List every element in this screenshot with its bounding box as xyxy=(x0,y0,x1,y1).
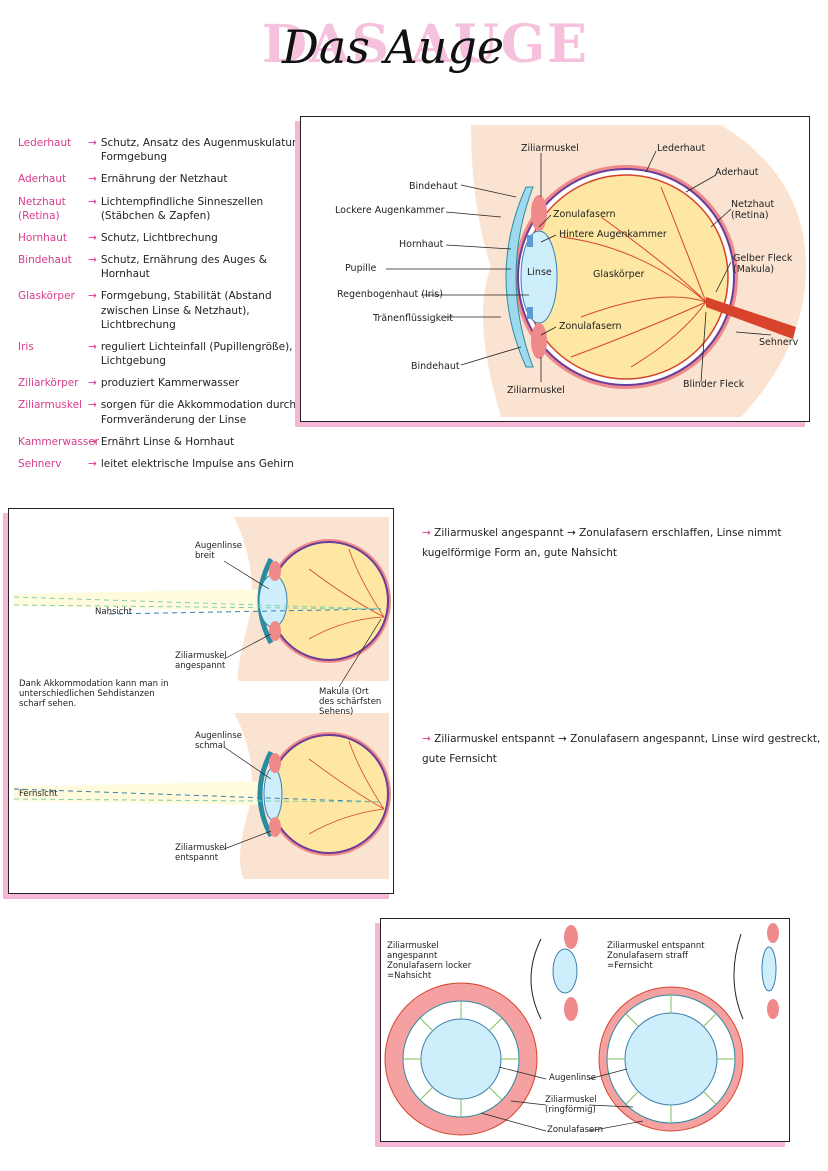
term-desc: Schutz, Ernährung des Auges & Hornhaut xyxy=(100,254,267,281)
term-desc: Ernährung der Netzhaut xyxy=(100,173,228,186)
term-item: Ziliarmuskel→sorgen für die Akkommodatio… xyxy=(18,398,300,426)
label-leaders xyxy=(223,560,382,850)
label-traenenfluessigkeit: Tränenflüssigkeit xyxy=(373,313,453,324)
term-item: Glaskörper→Formgebung, Stabilität (Absta… xyxy=(18,289,300,332)
accommodation-panel: Augenlinse breit Nahsicht Ziliarmuskel a… xyxy=(8,508,394,894)
term-item: Netzhaut (Retina)→Lichtempfindliche Sinn… xyxy=(18,195,300,223)
ciliary-muscle-bottom xyxy=(531,323,547,359)
accommodation-diagram xyxy=(13,517,391,879)
mini-eye-near xyxy=(530,925,578,1021)
term-name: Kammerwasser xyxy=(18,435,100,448)
term-item: Lederhaut→Schutz, Ansatz des Augenmuskul… xyxy=(18,137,300,164)
term-desc: Ernährt Linse & Hornhaut xyxy=(100,435,235,448)
label-ziliarmuskel-entspannt: Ziliarmuskel entspannt xyxy=(175,843,227,863)
term-item: Sehnerv→leitet elektrische Impulse ans G… xyxy=(18,457,294,470)
term-name: Aderhaut xyxy=(18,173,67,186)
title-shadow: DAS AUGE xyxy=(262,14,589,75)
note-near: → Ziliarmuskel angespannt → Zonulafasern… xyxy=(422,527,782,559)
term-item: Kammerwasser→Ernährt Linse & Hornhaut xyxy=(18,435,235,448)
label-augenlinse-schmal: Augenlinse schmal xyxy=(195,731,242,751)
caption-nahsicht: Ziliarmuskel angespannt Zonulafasern loc… xyxy=(387,941,472,981)
term-desc: produziert Kammerwasser xyxy=(100,377,240,390)
label-gelber-fleck: Gelber Fleck (Makula) xyxy=(733,253,793,275)
term-desc: Lichtempfindliche Sinneszellen (Stäbchen… xyxy=(100,195,264,222)
label-makula: Makula (Ort des schärfsten Sehens) xyxy=(319,687,382,717)
eye-far xyxy=(257,732,391,856)
term-desc: leitet elektrische Impulse ans Gehirn xyxy=(100,457,294,470)
term-item: Iris→reguliert Lichteinfall (Pupillengrö… xyxy=(18,340,300,368)
caption-fernsicht: Ziliarmuskel entspannt Zonulafasern stra… xyxy=(607,941,705,971)
mini-eye-far xyxy=(733,923,779,1020)
label-netzhaut: Netzhaut (Retina) xyxy=(731,199,775,221)
eye-cross-section-diagram xyxy=(386,125,806,417)
page-title: Das Auge xyxy=(282,20,505,74)
label-pupille: Pupille xyxy=(345,263,377,274)
label-regenbogenhaut: Regenbogenhaut (Iris) xyxy=(337,289,443,300)
label-ziliarmuskel-bottom: Ziliarmuskel xyxy=(507,385,565,396)
cornea xyxy=(505,186,534,368)
term-desc: Formgebung, Stabilität (Abstand zwischen… xyxy=(100,290,272,331)
label-hintere-augenkammer: Hintere Augenkammer xyxy=(559,229,667,240)
term-list: Lederhaut→Schutz, Ansatz des Augenmuskul… xyxy=(18,136,300,479)
label-bindehaut-top: Bindehaut xyxy=(409,181,458,192)
term-name: Ziliarkörper xyxy=(18,377,79,390)
term-desc: Schutz, Ansatz des Augenmuskulatur, Form… xyxy=(100,137,300,164)
label-hornhaut: Hornhaut xyxy=(399,239,444,250)
term-desc: Schutz, Lichtbrechung xyxy=(100,231,218,244)
label-ziliarmuskel-ring: Ziliarmuskel (ringförmig) xyxy=(545,1095,597,1115)
term-name: Iris xyxy=(18,340,34,353)
label-augenlinse-breit: Augenlinse breit xyxy=(195,541,242,561)
label-augenlinse: Augenlinse xyxy=(549,1073,596,1083)
label-aderhaut: Aderhaut xyxy=(715,167,759,178)
light-rays xyxy=(13,596,382,803)
ciliary-ring-diagram xyxy=(384,923,779,1136)
label-ziliarmuskel-angespannt: Ziliarmuskel angespannt xyxy=(175,651,227,671)
term-name: Lederhaut xyxy=(18,137,72,149)
note-far: → Ziliarmuskel entspannt → Zonulafasern … xyxy=(422,733,821,765)
ring-near xyxy=(384,982,538,1136)
label-blinder-fleck: Blinder Fleck xyxy=(683,379,745,390)
blood-vessels xyxy=(560,186,707,368)
term-desc: reguliert Lichteinfall (Pupillengröße), … xyxy=(100,340,293,368)
label-zonulafasern-bottom: Zonulafasern xyxy=(559,321,622,332)
akkommodation-note: Dank Akkommodation kann man in unterschi… xyxy=(19,679,169,709)
light-band-far xyxy=(14,781,271,805)
label-bindehaut-bottom: Bindehaut xyxy=(411,361,460,372)
label-zonulafasern-top: Zonulafasern xyxy=(553,209,616,220)
label-linse: Linse xyxy=(527,267,552,278)
term-desc: sorgen für die Akkommodation durch Formv… xyxy=(100,399,297,426)
term-item: Bindehaut→Schutz, Ernährung des Auges & … xyxy=(18,253,300,281)
iris-top xyxy=(527,235,533,247)
label-leaders xyxy=(386,150,772,383)
label-fernsicht: Fernsicht xyxy=(19,789,58,799)
label-lockere-augenkammer: Lockere Augenkammer xyxy=(335,205,445,216)
label-glaskoerper: Glaskörper xyxy=(593,269,645,280)
term-name: Ziliarmuskel xyxy=(18,399,82,412)
term-item: Hornhaut→Schutz, Lichtbrechung xyxy=(18,231,218,244)
term-name: Sehnerv xyxy=(18,457,62,470)
ciliary-ring-panel: Ziliarmuskel angespannt Zonulafasern loc… xyxy=(380,918,790,1142)
eye-cross-section-panel: Ziliarmuskel Lederhaut Aderhaut Bindehau… xyxy=(300,116,810,422)
label-zonulafasern: Zonulafasern xyxy=(547,1125,603,1135)
term-name: Bindehaut xyxy=(18,254,72,267)
label-nahsicht: Nahsicht xyxy=(95,607,133,617)
label-ziliarmuskel-top: Ziliarmuskel xyxy=(521,143,579,154)
ring-far xyxy=(598,986,744,1132)
iris-bottom xyxy=(527,307,533,319)
term-name: Hornhaut xyxy=(18,231,67,244)
ciliary-muscle-top xyxy=(531,195,547,231)
optic-nerve xyxy=(706,297,796,339)
label-lederhaut: Lederhaut xyxy=(657,143,706,154)
label-sehnerv: Sehnerv xyxy=(759,337,799,348)
eye-near xyxy=(257,539,391,663)
term-item: Ziliarkörper→produziert Kammerwasser xyxy=(18,377,240,390)
term-item: Aderhaut→Ernährung der Netzhaut xyxy=(18,173,228,186)
term-name: Glaskörper xyxy=(18,290,75,303)
label-leaders xyxy=(480,1066,644,1132)
term-name: Netzhaut (Retina) xyxy=(18,195,66,222)
